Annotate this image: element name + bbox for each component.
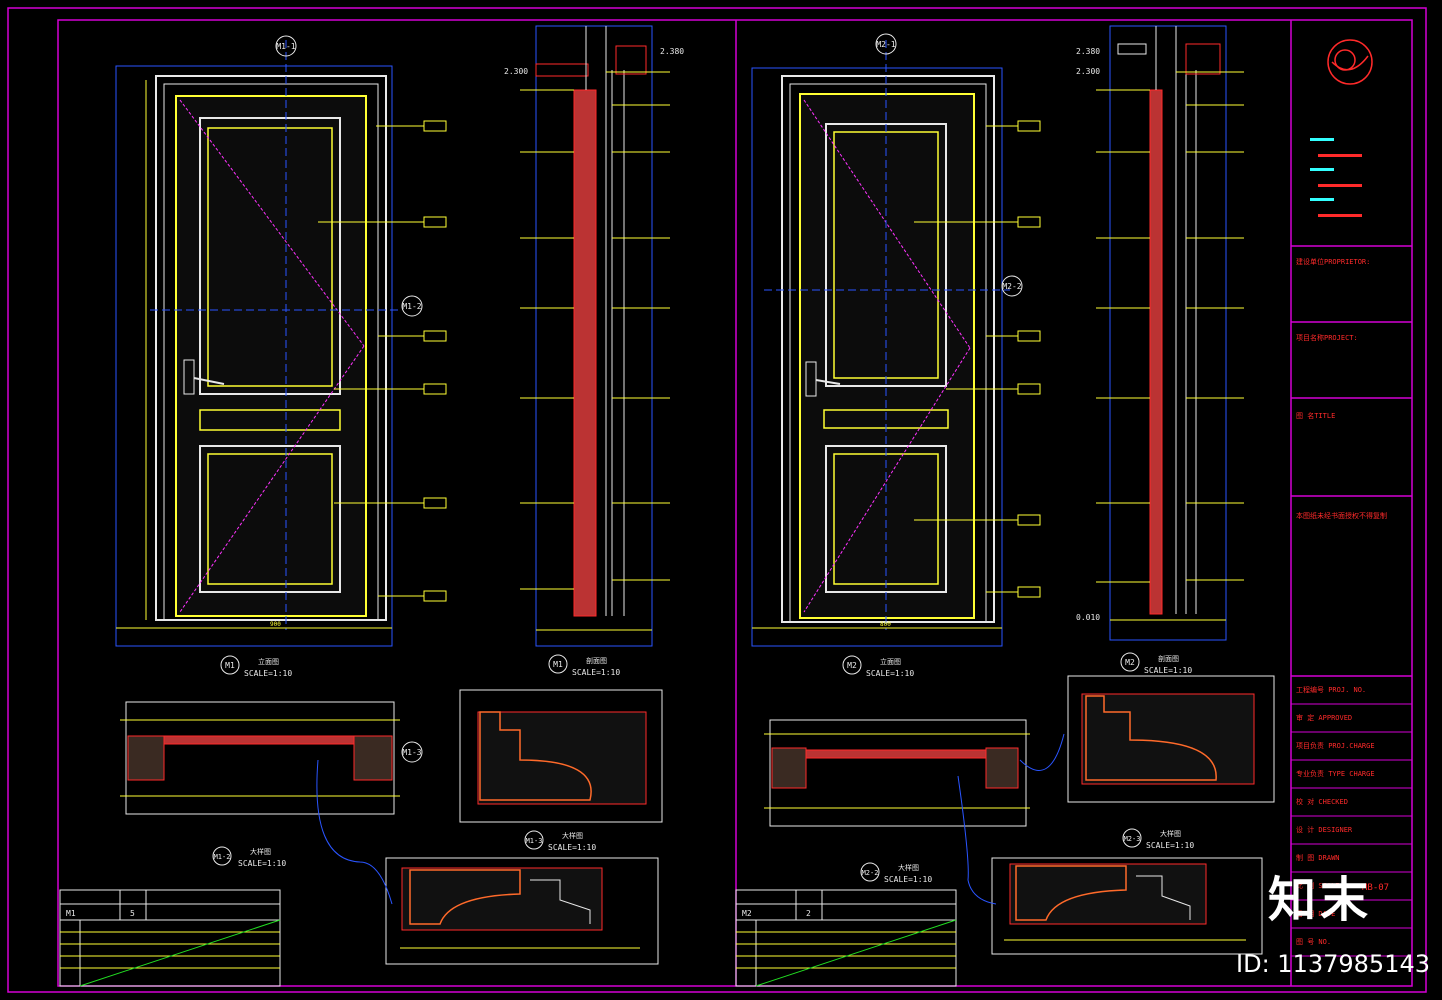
section-tag-left-side: M1-2 (402, 302, 421, 311)
titleblock-project: 项目名称PROJECT: (1296, 333, 1358, 342)
titleblock-row-label: 项目负责 PROJ.CHARGE (1296, 741, 1375, 750)
titleblock-row-label: 专业负责 TYPE CHARGE (1296, 769, 1375, 778)
caption-title-left-elev: 立面图 (258, 657, 279, 666)
caption-num-left-sect: M1 (553, 660, 563, 669)
section-tag-left-detail: M1-3 (402, 748, 421, 757)
door-elevation-left (115, 40, 400, 647)
section-tag-circle-right-side (1001, 275, 1023, 297)
molding-detail-left-1 (459, 689, 663, 823)
elevation-right-leaders (914, 120, 1041, 598)
watermark-id: ID: 1137985143 (1236, 950, 1430, 978)
table-right-code: M2 (742, 909, 752, 918)
section-right-leaders (1096, 71, 1244, 583)
caption-num-right-plan: M2-2 (862, 869, 879, 877)
table-right-qty: 2 (806, 909, 811, 918)
elevation-left-width-dim: 900 (270, 621, 281, 628)
titleblock-rows: 工程编号 PROJ. NO. 审 定 APPROVED 项目负责 PROJ.CHAR… (1291, 685, 1412, 957)
titleblock-legend (1310, 138, 1362, 217)
table-left-qty: 5 (130, 909, 135, 918)
caption-scale-right-sect: SCALE=1:10 (1144, 666, 1192, 675)
section-tag-circle-left-side (401, 295, 423, 317)
plan-section-left (120, 701, 400, 815)
section-tag-circle-left-detail (401, 741, 423, 763)
caption-circle-left-plan (212, 846, 232, 866)
caption-title-left-det: 大样图 (562, 831, 583, 840)
caption-num-left-plan: M1-2 (214, 853, 231, 861)
molding-detail-right-1 (1067, 675, 1275, 803)
level-right-1: 2.380 (1076, 47, 1100, 56)
titleblock-title: 图 名TITLE (1296, 411, 1335, 420)
section-tag-right-side: M2-2 (1002, 282, 1021, 291)
caption-scale-right-elev: SCALE=1:10 (866, 669, 914, 678)
elevation-left-leaders (318, 120, 447, 602)
section-tag-circle-left-top (275, 35, 297, 57)
titleblock-sheet-no: MB-07 (1362, 883, 1389, 893)
level-left-1: 2.380 (660, 47, 684, 56)
door-schedule-left (59, 889, 281, 987)
caption-num-left-elev: M1 (225, 661, 235, 670)
caption-title-right-det: 大样图 (1160, 829, 1181, 838)
section-tag-circle-right-top (875, 33, 897, 55)
caption-circle-left-det (524, 830, 544, 850)
caption-title-right-plan: 大样图 (898, 863, 919, 872)
titleblock-row-label: 校 对 CHECKED (1296, 797, 1348, 806)
caption-circle-left-sect (548, 654, 568, 674)
door-schedule-right (735, 889, 957, 987)
caption-circle-left-elev (220, 655, 240, 675)
caption-title-right-elev: 立面图 (880, 657, 901, 666)
caption-title-right-sect: 剖面图 (1158, 654, 1179, 663)
caption-title-left-plan: 大样图 (250, 847, 271, 856)
caption-num-right-elev: M2 (847, 661, 857, 670)
caption-scale-right-plan: SCALE=1:10 (884, 875, 932, 884)
elevation-right-width-dim: 800 (880, 621, 891, 628)
titleblock-row-label: 审 定 APPROVED (1296, 713, 1352, 722)
section-tag-right-top: M2-1 (876, 40, 895, 49)
level-right-2: 2.300 (1076, 67, 1100, 76)
door-schedule-left-diag (79, 919, 281, 987)
level-right-3: 0.010 (1076, 613, 1100, 622)
caption-scale-left-plan: SCALE=1:10 (238, 859, 286, 868)
caption-scale-left-elev: SCALE=1:10 (244, 669, 292, 678)
door-elevation-right (751, 40, 1010, 647)
drawing-frame (7, 7, 1427, 993)
titleblock-row-label: 图 号 NO. (1296, 938, 1331, 946)
titleblock-row-label: 制 图 DRAWN (1296, 853, 1340, 862)
section-left-leaders (520, 71, 670, 590)
caption-circle-right-elev (842, 655, 862, 675)
door-schedule-right-diag (755, 919, 957, 987)
titleblock-proprietor: 建设单位PROPRIETOR: (1296, 257, 1370, 266)
detail-link-curve-right-2 (1019, 733, 1065, 771)
caption-scale-left-sect: SCALE=1:10 (572, 668, 620, 677)
titleblock-row-label: 比 例 SCALE (1296, 881, 1340, 890)
titleblock-note: 本图纸未经书面授权不得复制 (1296, 511, 1387, 520)
caption-circle-right-sect (1120, 652, 1140, 672)
section-tag-left-top: M1-1 (276, 42, 295, 51)
caption-circle-right-plan (860, 862, 880, 882)
titleblock-logo (1327, 39, 1373, 85)
caption-scale-right-det: SCALE=1:10 (1146, 841, 1194, 850)
detail-link-curve-left (316, 759, 393, 905)
molding-detail-right-2 (991, 857, 1263, 955)
molding-detail-left-2 (385, 857, 659, 965)
caption-scale-left-det: SCALE=1:10 (548, 843, 596, 852)
caption-circle-right-det (1122, 828, 1142, 848)
titleblock-row-label: 工程编号 PROJ. NO. (1296, 685, 1366, 694)
watermark-logo: 知末 (1267, 872, 1372, 928)
door-section-left (535, 25, 653, 647)
titleblock-row-label: 设 计 DESIGNER (1296, 825, 1353, 834)
caption-num-right-sect: M2 (1125, 658, 1135, 667)
plan-section-right (764, 719, 1030, 827)
door-section-right (1109, 25, 1227, 641)
table-left-code: M1 (66, 909, 76, 918)
caption-num-left-det: M1-3 (526, 837, 543, 845)
caption-title-left-sect: 剖面图 (586, 656, 607, 665)
titleblock-row-label: 日 期 DATE (1296, 910, 1335, 918)
level-left-2: 2.300 (504, 67, 528, 76)
caption-num-right-det: M2-3 (1124, 835, 1141, 843)
detail-link-curve-right (957, 775, 997, 905)
